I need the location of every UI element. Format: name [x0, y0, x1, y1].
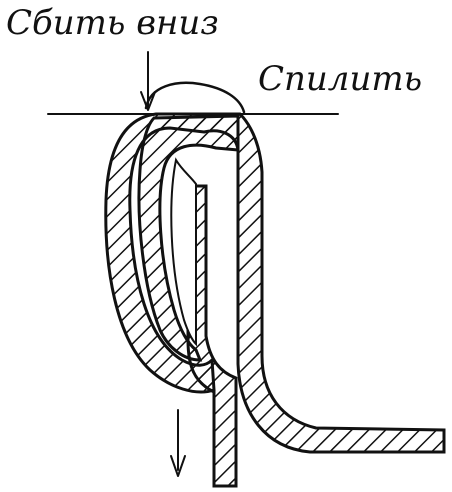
hook-gap [170, 157, 197, 347]
bottom-arrow-icon [170, 409, 186, 477]
label-file-off: Спилить [258, 59, 422, 99]
label-knock-down: Сбить вниз [6, 3, 219, 43]
upper-arc [144, 81, 246, 114]
vertical-tongue [186, 184, 238, 488]
